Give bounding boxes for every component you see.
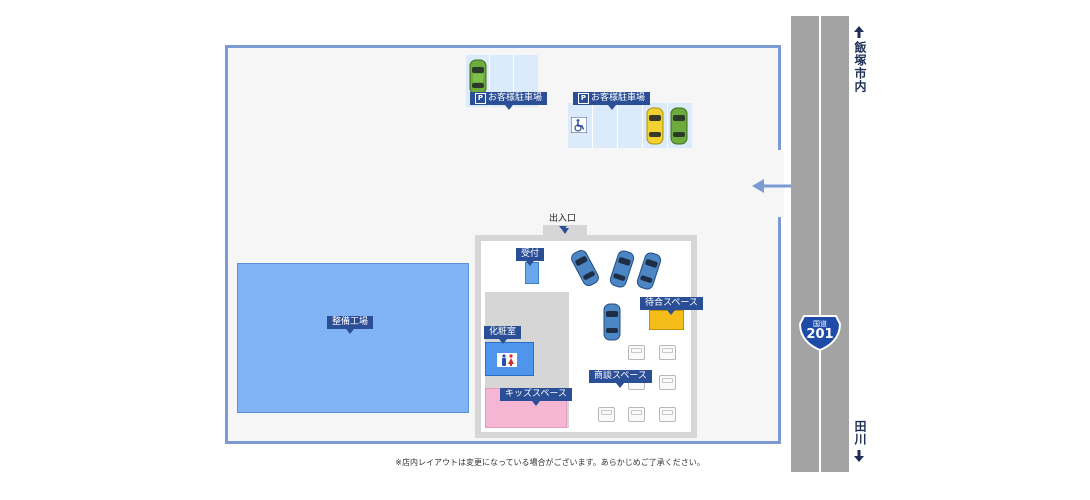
car-green — [469, 59, 487, 95]
meeting-space-label: 商談スペース — [589, 370, 652, 388]
workshop-area — [237, 263, 469, 413]
meeting-chair — [659, 375, 676, 390]
route-number: 201 — [806, 327, 834, 342]
parking-p-icon: P — [578, 93, 589, 104]
reception-label: 受付 — [516, 248, 545, 266]
meeting-chair — [628, 407, 645, 422]
site-entrance-gap — [776, 150, 784, 217]
parking-area-2 — [568, 103, 692, 148]
route-shield-icon — [798, 315, 842, 352]
parking-2-label: P お客様駐車場 — [573, 92, 651, 110]
meeting-chair — [628, 345, 645, 360]
car-blue — [571, 249, 599, 287]
men-icon — [501, 354, 506, 366]
meeting-chair — [659, 345, 676, 360]
car-yellow — [646, 107, 664, 145]
car-blue — [603, 303, 621, 341]
restroom-label: 化粧室 — [484, 326, 522, 344]
kids-space-label: キッズスペース — [500, 388, 572, 406]
route-shield: 国道 201 — [798, 314, 842, 352]
road-center-line — [819, 16, 821, 472]
entrance-label: 出入口 — [545, 213, 580, 231]
parking-space — [618, 103, 643, 148]
workshop-label: 整備工場 — [327, 316, 374, 334]
arrow-down-icon — [854, 450, 864, 462]
parking-1-label: P お客様駐車場 — [470, 92, 548, 110]
meeting-chair — [659, 407, 676, 422]
route-shield-top-text: 国道 — [813, 320, 827, 328]
arrow-up-icon — [854, 26, 864, 38]
parking-2-text: お客様駐車場 — [591, 93, 646, 103]
car-green — [670, 107, 688, 145]
entrance-down-icon — [561, 228, 569, 234]
parking-p-icon: P — [475, 93, 486, 104]
women-icon — [507, 354, 514, 366]
car-blue — [609, 250, 635, 288]
footnote: ※店内レイアウトは変更になっている場合がございます。あらかじめご了承ください。 — [395, 458, 705, 467]
wheelchair-icon — [571, 117, 587, 133]
car-blue — [636, 252, 662, 290]
parking-1-text: お客様駐車場 — [488, 93, 543, 103]
meeting-chair — [598, 407, 615, 422]
direction-south-label: 田川 — [853, 420, 867, 446]
direction-north-label: 飯塚市内 — [853, 41, 867, 93]
parking-space — [593, 103, 618, 148]
waiting-space-label: 待合スペース — [640, 297, 703, 315]
restroom-icon — [497, 353, 517, 367]
waiting-space-sofa — [649, 310, 684, 330]
